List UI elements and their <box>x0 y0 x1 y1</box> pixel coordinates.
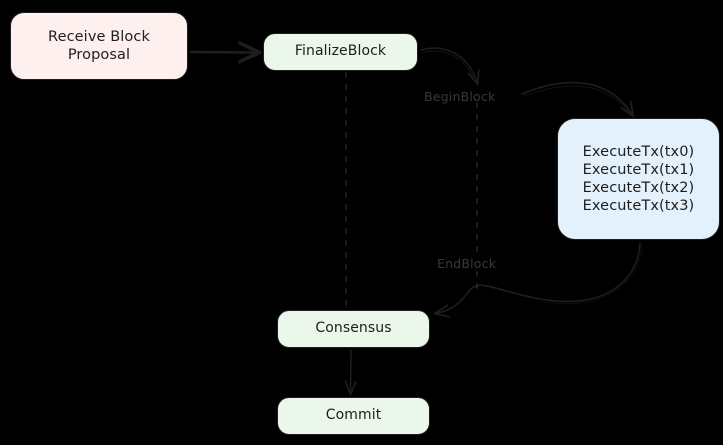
node-consensus-label: Consensus <box>315 320 392 337</box>
edge-beginblock-to-executetx <box>521 81 632 114</box>
node-receive-block-proposal[interactable]: Receive Block Proposal <box>10 12 188 80</box>
node-finalize-block-label: FinalizeBlock <box>294 43 387 60</box>
node-execute-tx-label: ExecuteTx(tx0) ExecuteTx(tx1) ExecuteTx(… <box>582 143 695 215</box>
edge-consensus-to-commit <box>351 349 352 392</box>
edge-finalize-to-beginblock <box>420 47 477 82</box>
edge-receive-to-finalize <box>189 52 256 53</box>
node-finalize-block[interactable]: FinalizeBlock <box>263 33 418 71</box>
node-execute-tx[interactable]: ExecuteTx(tx0) ExecuteTx(tx1) ExecuteTx(… <box>557 118 720 240</box>
edge-label-end-block: EndBlock <box>437 256 497 271</box>
edge-label-begin-block: BeginBlock <box>424 89 496 104</box>
node-receive-block-proposal-label: Receive Block Proposal <box>48 28 150 63</box>
node-commit-label: Commit <box>325 407 382 424</box>
node-commit[interactable]: Commit <box>277 397 430 435</box>
edge-executetx-to-consensus <box>437 242 643 313</box>
node-consensus[interactable]: Consensus <box>277 310 430 348</box>
